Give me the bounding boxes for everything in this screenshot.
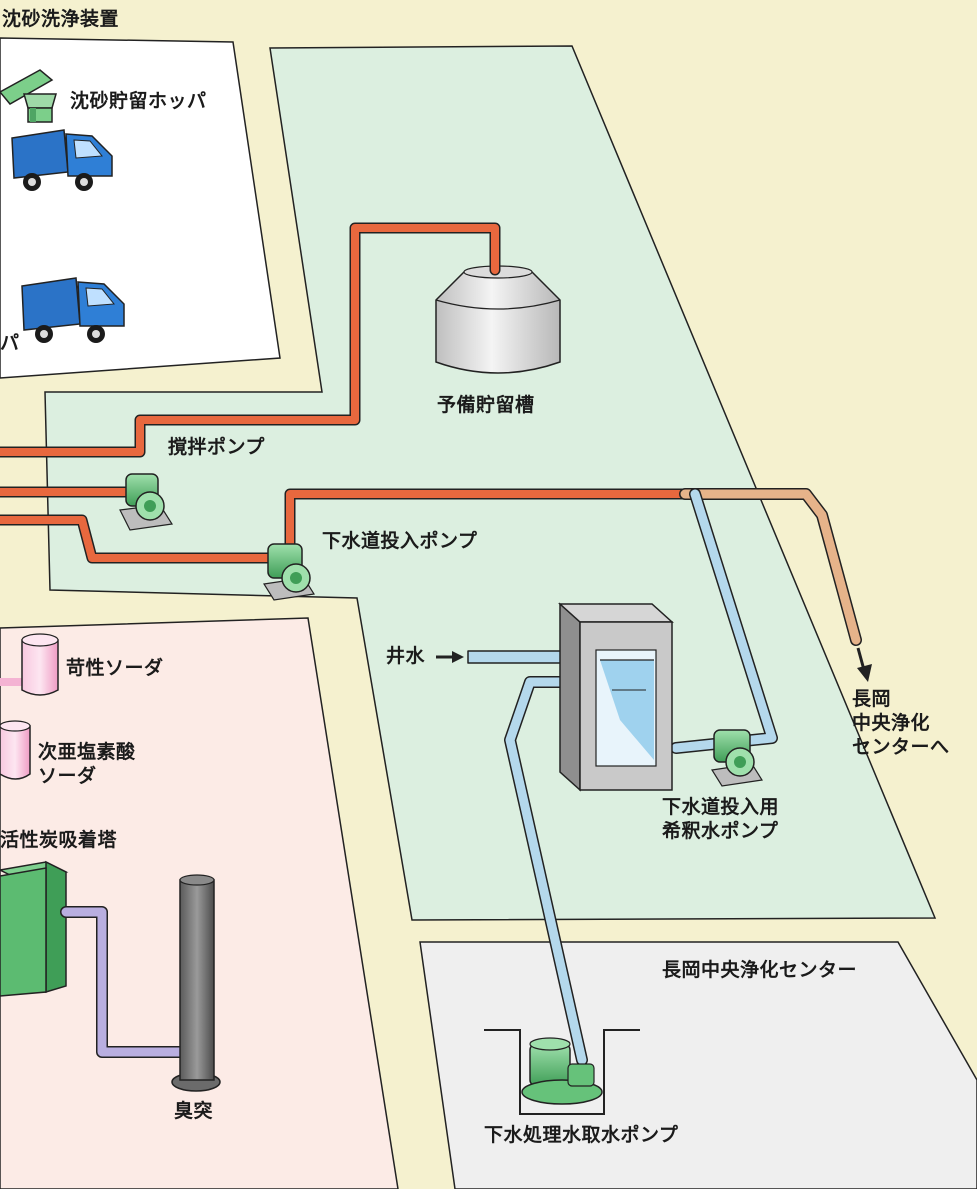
pump-icon xyxy=(119,473,174,531)
label-sand-washing-device: 沈砂洗浄装置 xyxy=(2,8,120,30)
label-reserve-tank: 予備貯留槽 xyxy=(437,394,535,416)
sludge-pipes xyxy=(0,222,862,646)
label-odor-stack: 臭突 xyxy=(174,1100,214,1122)
carbon-tower-icon xyxy=(0,860,69,997)
stack-icon xyxy=(171,874,221,1092)
dilution-tank-icon xyxy=(558,602,674,792)
pump-icon xyxy=(263,543,315,601)
truck-icon xyxy=(21,277,125,343)
label-sewer-input-pump: 下水道投入ポンプ xyxy=(322,530,478,552)
arrow-icon xyxy=(436,651,464,663)
conveyor-icon xyxy=(0,69,54,105)
slab-nagaoka-center xyxy=(419,941,977,1189)
hopper-icon xyxy=(23,93,57,123)
label-caustic-soda: 苛性ソーダ xyxy=(66,657,164,679)
pump-icon xyxy=(711,729,763,787)
label-nagaoka-center: 長岡中央浄化センター xyxy=(662,959,858,981)
chemical-tank-icon xyxy=(0,633,59,696)
deodor-pipe xyxy=(60,906,192,1058)
slab-main-green xyxy=(44,45,937,921)
truck-icon xyxy=(11,129,113,191)
intake-pit xyxy=(484,1029,640,1115)
water-pipes xyxy=(467,488,778,1066)
label-hopper-fragment: パ xyxy=(0,332,20,354)
tank-icon xyxy=(435,265,561,374)
label-sodium-hypochlorite: 次亜塩素酸 ソーダ xyxy=(38,741,136,787)
chemical-tank-icon xyxy=(0,720,31,780)
label-stirring-pump: 撹拌ポンプ xyxy=(168,436,265,458)
label-destination: 長岡 中央浄化 センターへ xyxy=(852,688,950,758)
label-activated-carbon-tower: 活性炭吸着塔 xyxy=(0,829,118,851)
label-dilution-water-pump: 下水道投入用 希釈水ポンプ xyxy=(662,796,780,842)
label-sand-storage-hopper: 沈砂貯留ホッパ xyxy=(70,90,207,112)
arrow-icon xyxy=(856,647,872,682)
pump-icon xyxy=(521,1037,603,1105)
label-well-water: 井水 xyxy=(386,645,426,667)
label-treated-water-intake-pump: 下水処理水取水ポンプ xyxy=(484,1124,679,1146)
